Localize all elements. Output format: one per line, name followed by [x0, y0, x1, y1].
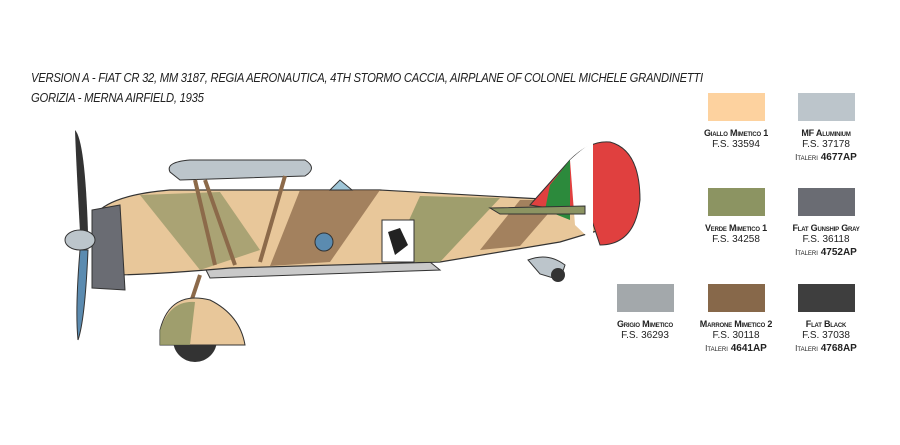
fs-code: F.S. 33594	[712, 139, 760, 150]
color-chip	[797, 188, 855, 216]
brand-label: Italeri	[795, 344, 818, 353]
color-name: Flat Black	[805, 319, 847, 329]
fs-code: F.S. 34258	[712, 234, 760, 245]
color-swatch: Grigio Mimetico F.S. 36293	[590, 284, 700, 342]
color-swatch: MF Aluminium F.S. 37178 Italeri 4677AP	[771, 93, 881, 164]
italeri-code: 4677AP	[820, 152, 857, 163]
italeri-code: 4752AP	[820, 247, 857, 258]
color-chip	[797, 284, 855, 312]
fs-code: F.S. 37038	[802, 330, 850, 341]
color-swatch: Giallo Mimetico 1 F.S. 33594	[681, 93, 791, 151]
color-name: Marrone Mimetico 2	[699, 319, 773, 329]
color-name: Verde Mimetico 1	[705, 223, 767, 233]
version-location: GORIZIA - MERNA AIRFIELD, 1935	[31, 91, 204, 105]
color-name: MF Aluminium	[801, 128, 851, 138]
color-chip	[707, 188, 765, 216]
color-chip	[707, 284, 765, 312]
color-name: Giallo Mimetico 1	[703, 128, 769, 138]
color-name: Flat Gunship Gray	[792, 223, 860, 233]
color-chip	[616, 284, 674, 312]
version-title: VERSION A - FIAT CR 32, MM 3187, REGIA A…	[31, 71, 703, 85]
italeri-code: 4768AP	[820, 343, 857, 354]
color-swatch: Flat Gunship Gray F.S. 36118 Italeri 475…	[771, 188, 881, 259]
color-chip	[707, 93, 765, 121]
fs-code: F.S. 37178	[802, 139, 850, 150]
italeri-code: 4641AP	[730, 343, 767, 354]
fs-code: F.S. 30118	[712, 330, 760, 341]
color-swatch: Verde Mimetico 1 F.S. 34258	[681, 188, 791, 246]
color-swatch: Flat Black F.S. 37038 Italeri 4768AP	[771, 284, 881, 355]
color-chip	[797, 93, 855, 121]
fs-code: F.S. 36118	[802, 234, 850, 245]
brand-label: Italeri	[795, 248, 818, 257]
color-name: Grigio Mimetico	[617, 319, 673, 329]
brand-label: Italeri	[705, 344, 728, 353]
fs-code: F.S. 36293	[621, 330, 669, 341]
upper-wing	[168, 159, 312, 181]
color-swatch: Marrone Mimetico 2 F.S. 30118 Italeri 46…	[681, 284, 791, 355]
brand-label: Italeri	[795, 153, 818, 162]
